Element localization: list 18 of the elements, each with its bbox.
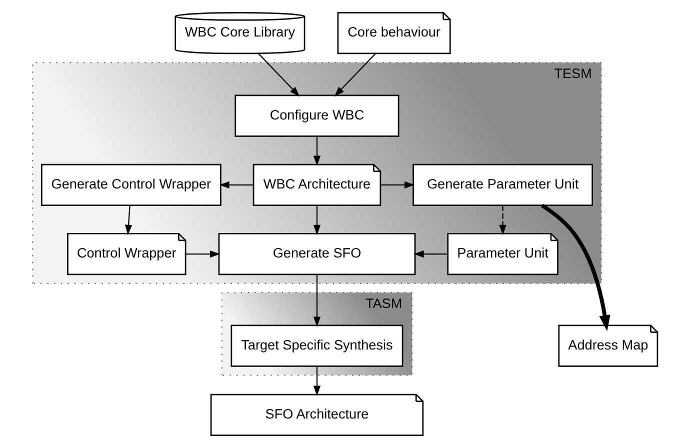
arrow bbox=[498, 205, 506, 236]
node-box: Generate Control Wrapper bbox=[40, 164, 221, 206]
arrow bbox=[413, 250, 448, 258]
arrow bbox=[312, 366, 320, 396]
node-box: Generate Parameter Unit bbox=[412, 164, 592, 206]
arrow bbox=[380, 181, 414, 188]
arrow bbox=[334, 53, 376, 97]
arrow bbox=[312, 274, 320, 327]
arrow bbox=[124, 205, 132, 236]
node-box: Target Specific Synthesis bbox=[230, 324, 403, 367]
arrow bbox=[218, 181, 253, 188]
arrow bbox=[540, 204, 610, 332]
arrow bbox=[312, 136, 320, 166]
node-box: Configure WBC bbox=[234, 94, 399, 137]
node-box: Generate SFO bbox=[218, 232, 416, 276]
arrow bbox=[312, 205, 320, 236]
arrow bbox=[258, 53, 300, 97]
arrow bbox=[185, 250, 220, 258]
